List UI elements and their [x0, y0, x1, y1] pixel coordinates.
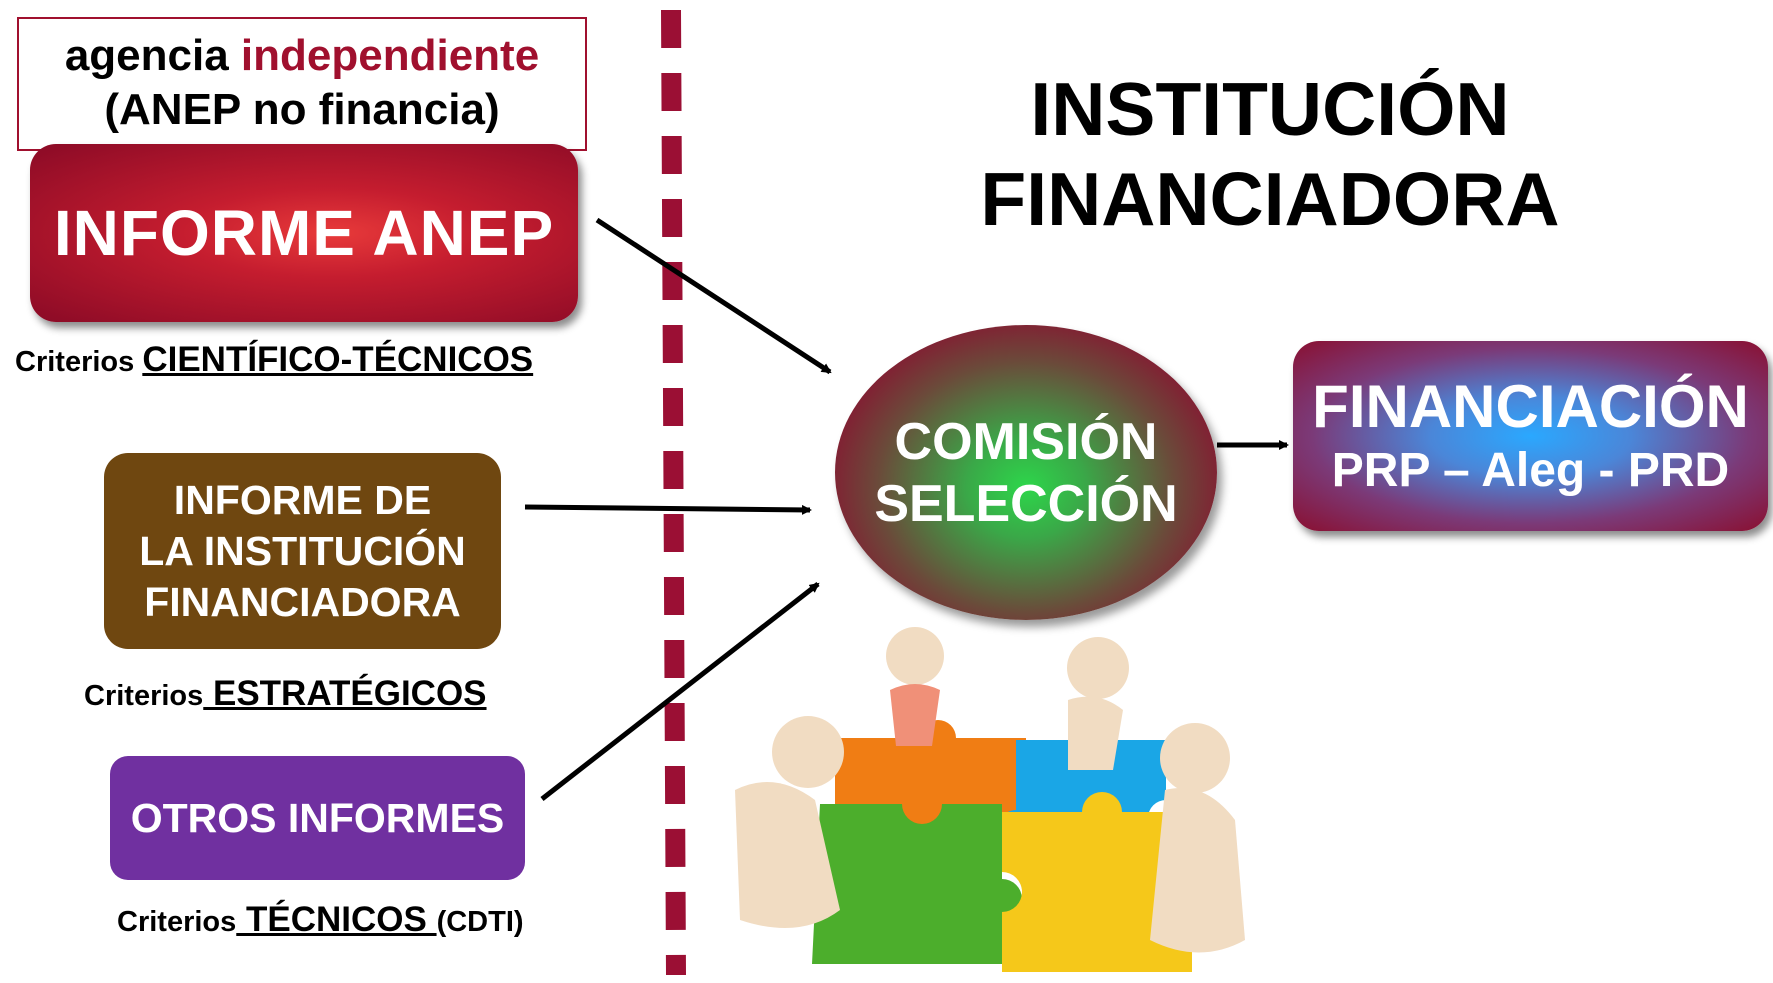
other-criteria: Criterios TÉCNICOS (CDTI) [117, 900, 524, 940]
financing-title: FINANCIACIÓN [1312, 373, 1749, 440]
financing-subtitle: PRP – Aleg - PRD [1331, 444, 1730, 497]
institution-criteria: Criterios ESTRATÉGICOS [84, 674, 487, 714]
agency-line-2: (ANEP no financia) [104, 85, 500, 134]
criteria-prefix: Criterios [117, 906, 237, 938]
agency-note-box: agencia independiente (ANEP no financia) [17, 17, 587, 151]
criteria-name: ESTRATÉGICOS [203, 674, 487, 713]
institution-report-line-2: LA INSTITUCIÓN [139, 527, 466, 574]
criteria-suffix: (CDTI) [436, 906, 524, 938]
arrow-anep [595, 217, 832, 375]
anep-report-box: INFORME ANEP [30, 144, 578, 322]
institution-report-line-3: FINANCIADORA [144, 578, 461, 625]
criteria-prefix: Criterios [84, 680, 204, 712]
criteria-name: TÉCNICOS [236, 900, 437, 939]
institution-report-line-1: INFORME DE [173, 476, 432, 523]
institution-report-box: INFORME DE LA INSTITUCIÓN FINANCIADORA [104, 453, 501, 649]
financing-box: FINANCIACIÓN PRP – Aleg - PRD [1293, 341, 1768, 531]
arrow-institution [524, 504, 812, 515]
anep-criteria: Criterios CIENTÍFICO-TÉCNICOS [15, 340, 533, 380]
criteria-prefix: Criterios [15, 346, 135, 378]
agency-line-1: agencia independiente [19, 29, 585, 83]
agency-word: agencia [64, 31, 229, 80]
criteria-name: CIENTÍFICO-TÉCNICOS [142, 340, 534, 379]
divider-line [661, 9, 686, 976]
other-reports-box: OTROS INFORMES [110, 756, 525, 880]
title-line-2: FINANCIADORA [980, 157, 1560, 241]
funding-institution-title: INSTITUCIÓN FINANCIADORA [900, 64, 1640, 244]
selection-committee-node: COMISIÓN SELECCIÓN [835, 325, 1217, 620]
title-line-1: INSTITUCIÓN [1030, 67, 1510, 151]
committee-line-2: SELECCIÓN [874, 474, 1178, 533]
independent-word: independiente [240, 31, 540, 80]
puzzle-team-illustration [735, 627, 1245, 972]
committee-line-1: COMISIÓN [894, 412, 1158, 471]
arrow-other [540, 582, 820, 801]
